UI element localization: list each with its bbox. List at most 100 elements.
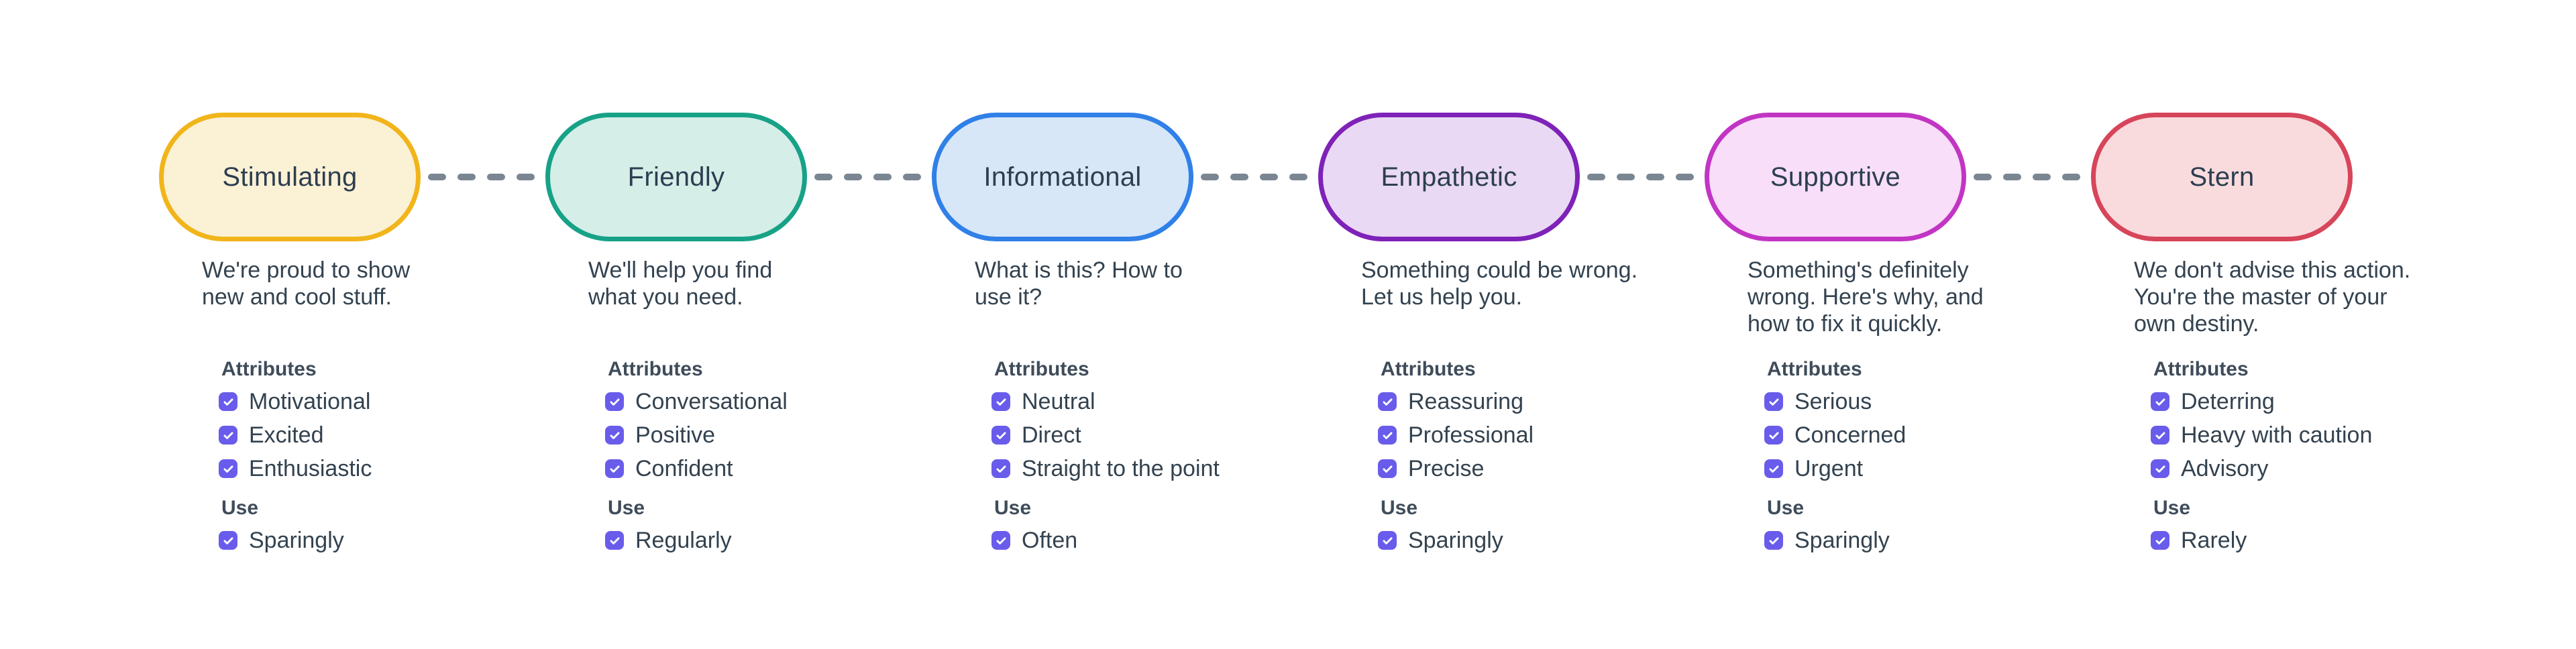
use-header: Use	[1767, 497, 1805, 519]
checkbox-checked[interactable]	[605, 459, 624, 478]
checkbox-row[interactable]: Professional	[1378, 422, 1534, 449]
tone-description: We're proud to show new and cool stuff.	[202, 257, 411, 310]
checkmark-icon	[223, 465, 233, 473]
checkbox-checked[interactable]	[219, 426, 237, 445]
checkbox-row[interactable]: Positive	[605, 422, 788, 449]
checkbox-label: Rarely	[2181, 528, 2247, 553]
checkbox-label: Sparingly	[249, 528, 344, 553]
checkbox-row[interactable]: Direct	[991, 422, 1220, 449]
attributes-section: Attributes Reassuring Professional Preci…	[1378, 357, 1534, 489]
checkmark-icon	[1769, 398, 1778, 406]
checkbox-row[interactable]: Deterring	[2151, 388, 2372, 415]
tone-pill: Friendly	[545, 113, 807, 241]
checkmark-icon	[2155, 432, 2165, 439]
checkbox-row[interactable]: Confident	[605, 455, 788, 482]
checkbox-row[interactable]: Regularly	[605, 527, 732, 554]
checkbox-label: Precise	[1408, 456, 1485, 481]
checkbox-row[interactable]: Often	[991, 527, 1077, 554]
checkbox-row[interactable]: Sparingly	[219, 527, 344, 554]
checkbox-checked[interactable]	[991, 392, 1010, 411]
checkbox-label: Sparingly	[1794, 528, 1890, 553]
checkmark-icon	[610, 398, 619, 406]
checkbox-row[interactable]: Urgent	[1764, 455, 1906, 482]
checkbox-row[interactable]: Conversational	[605, 388, 788, 415]
checkmark-icon	[996, 432, 1006, 439]
use-section: Use Sparingly	[219, 496, 344, 560]
checkbox-checked[interactable]	[1378, 459, 1397, 478]
checkmark-icon	[1769, 432, 1778, 439]
tone-pill: Stern	[2091, 113, 2353, 241]
tone-pill-label: Informational	[983, 162, 1142, 192]
checkbox-row[interactable]: Precise	[1378, 455, 1534, 482]
checkbox-row[interactable]: Excited	[219, 422, 372, 449]
checkbox-label: Heavy with caution	[2181, 422, 2373, 448]
use-header: Use	[2153, 497, 2191, 519]
checkbox-checked[interactable]	[991, 426, 1010, 445]
checkbox-checked[interactable]	[605, 392, 624, 411]
checkmark-icon	[1383, 398, 1392, 406]
checkbox-checked[interactable]	[1764, 426, 1783, 445]
checkbox-row[interactable]: Neutral	[991, 388, 1220, 415]
use-list: Sparingly	[1378, 527, 1503, 554]
checkmark-icon	[223, 398, 233, 406]
checkmark-icon	[610, 465, 619, 473]
checkbox-row[interactable]: Straight to the point	[991, 455, 1220, 482]
tone-column: Supportive Something's definitely wrong.…	[1642, 0, 2081, 649]
tone-column: Empathetic Something could be wrong. Let…	[1256, 0, 1695, 649]
checkbox-row[interactable]: Sparingly	[1378, 527, 1503, 554]
checkbox-checked[interactable]	[219, 531, 237, 550]
checkbox-label: Concerned	[1794, 422, 1907, 448]
tone-description: Something's definitely wrong. Here's why…	[1748, 257, 1984, 337]
checkbox-label: Neutral	[1022, 389, 1095, 414]
checkbox-checked[interactable]	[2151, 459, 2169, 478]
attributes-list: Conversational Positive Confident	[605, 388, 788, 482]
checkmark-icon	[223, 537, 233, 544]
checkbox-row[interactable]: Serious	[1764, 388, 1906, 415]
checkbox-label: Motivational	[249, 389, 371, 414]
checkbox-row[interactable]: Heavy with caution	[2151, 422, 2372, 449]
checkbox-checked[interactable]	[1378, 531, 1397, 550]
checkbox-checked[interactable]	[1378, 426, 1397, 445]
checkmark-icon	[1383, 465, 1392, 473]
checkbox-checked[interactable]	[2151, 426, 2169, 445]
checkbox-checked[interactable]	[1764, 531, 1783, 550]
checkbox-row[interactable]: Enthusiastic	[219, 455, 372, 482]
checkbox-checked[interactable]	[991, 459, 1010, 478]
checkbox-row[interactable]: Sparingly	[1764, 527, 1890, 554]
attributes-list: Serious Concerned Urgent	[1764, 388, 1906, 482]
checkbox-checked[interactable]	[991, 531, 1010, 550]
checkmark-icon	[2155, 537, 2165, 544]
checkbox-checked[interactable]	[2151, 392, 2169, 411]
tone-pill-label: Supportive	[1770, 162, 1901, 192]
use-section: Use Regularly	[605, 496, 732, 560]
checkbox-checked[interactable]	[1764, 392, 1783, 411]
use-list: Regularly	[605, 527, 732, 554]
checkbox-checked[interactable]	[219, 459, 237, 478]
checkbox-checked[interactable]	[2151, 531, 2169, 550]
tone-description: We'll help you find what you need.	[588, 257, 773, 310]
checkbox-row[interactable]: Rarely	[2151, 527, 2247, 554]
attributes-list: Deterring Heavy with caution Advisory	[2151, 388, 2372, 482]
checkbox-row[interactable]: Motivational	[219, 388, 372, 415]
checkmark-icon	[2155, 398, 2165, 406]
attributes-header: Attributes	[608, 358, 703, 380]
tone-description: We don't advise this action. You're the …	[2134, 257, 2411, 337]
checkbox-checked[interactable]	[1378, 392, 1397, 411]
checkbox-checked[interactable]	[605, 426, 624, 445]
attributes-header: Attributes	[1381, 358, 1476, 380]
checkbox-label: Confident	[635, 456, 733, 481]
checkbox-checked[interactable]	[605, 531, 624, 550]
checkbox-row[interactable]: Advisory	[2151, 455, 2372, 482]
use-header: Use	[1381, 497, 1418, 519]
checkbox-label: Straight to the point	[1022, 456, 1220, 481]
checkbox-row[interactable]: Concerned	[1764, 422, 1906, 449]
checkmark-icon	[996, 537, 1006, 544]
checkbox-label: Positive	[635, 422, 716, 448]
tone-pill: Supportive	[1705, 113, 1966, 241]
checkbox-checked[interactable]	[219, 392, 237, 411]
checkbox-checked[interactable]	[1764, 459, 1783, 478]
checkmark-icon	[1769, 465, 1778, 473]
checkmark-icon	[996, 465, 1006, 473]
checkmark-icon	[610, 432, 619, 439]
checkbox-row[interactable]: Reassuring	[1378, 388, 1534, 415]
